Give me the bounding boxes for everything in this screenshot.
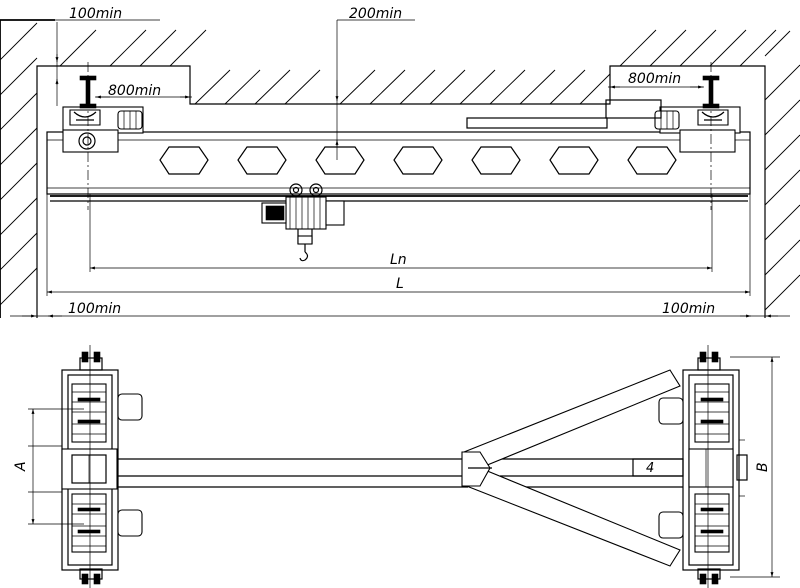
left-end-carriage — [62, 62, 144, 210]
clearance-bottom-left-label: 100min — [68, 301, 121, 317]
trolley-mark: 4 — [646, 461, 654, 476]
girder-hole — [627, 146, 677, 175]
span-label: L — [396, 276, 404, 292]
dimension-a: A — [13, 408, 84, 525]
clearance-bottom-right-label: 100min — [662, 301, 715, 317]
plan-girder — [112, 458, 684, 488]
inner-span-label: Ln — [390, 252, 407, 268]
ceiling-hatch — [59, 29, 791, 105]
elevation-view: 100min 200min 800min 800min Ln — [0, 6, 800, 318]
girder-hole — [471, 146, 521, 175]
left-wall-hatch — [0, 22, 38, 306]
plan-left-end-carriage — [61, 345, 143, 588]
dimension-b: B — [730, 356, 780, 578]
right-end-carriage — [466, 62, 741, 210]
plan-right-end-carriage — [658, 345, 748, 588]
girder-hole — [159, 146, 209, 175]
clearance-top-label: 100min — [69, 6, 122, 22]
right-wall-hatch — [764, 64, 800, 311]
rail-gauge-a-label: A — [13, 461, 29, 472]
girder-hole — [549, 146, 599, 175]
dimensions-elevation: 100min 200min 800min 800min Ln — [10, 6, 790, 318]
girder-hole — [237, 146, 287, 175]
clearance-top-center-label: 200min — [349, 6, 402, 22]
main-girder — [46, 131, 751, 202]
girder-hole — [315, 146, 365, 175]
hook-approach-left-label: 800min — [108, 83, 161, 99]
building-outline — [0, 19, 766, 318]
plan-bracing — [461, 369, 681, 567]
plan-view: 4 A B — [13, 345, 780, 588]
end-carriage-b-label: B — [755, 462, 771, 472]
girder-hole — [393, 146, 443, 175]
hook-approach-right-label: 800min — [628, 71, 681, 87]
hoist-trolley — [261, 183, 345, 262]
